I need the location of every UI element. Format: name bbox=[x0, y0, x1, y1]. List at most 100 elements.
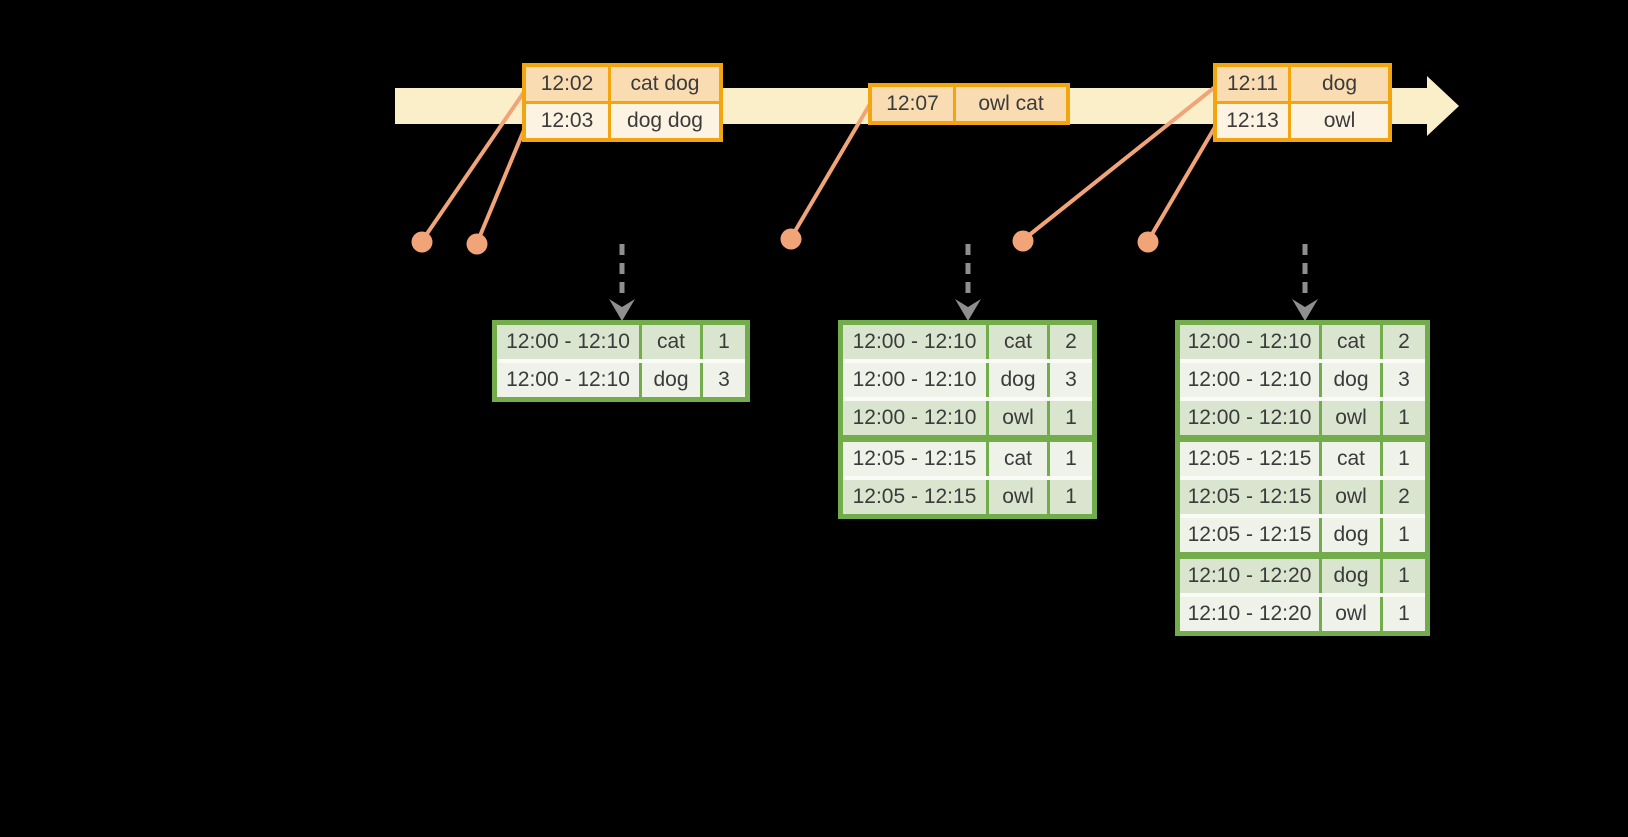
event-time-cell: 12:02 bbox=[526, 67, 608, 101]
count-cell: 1 bbox=[1380, 401, 1425, 435]
count-cell: 1 bbox=[1380, 442, 1425, 476]
event-words-cell: cat dog bbox=[608, 67, 719, 101]
row-separator bbox=[843, 397, 1092, 401]
word-cell: owl bbox=[986, 401, 1047, 435]
count-cell: 1 bbox=[1047, 442, 1092, 476]
word-cell: dog bbox=[986, 363, 1047, 397]
event-words-cell: dog bbox=[1288, 67, 1388, 101]
event-marker-dot bbox=[780, 228, 802, 250]
event-marker-dot bbox=[411, 231, 433, 253]
event-time-cell: 12:11 bbox=[1217, 67, 1288, 101]
event-words-cell: owl bbox=[1288, 104, 1388, 138]
event-marker-dot bbox=[1012, 230, 1034, 252]
trigger-arrowhead-icon bbox=[1292, 299, 1318, 321]
word-cell: owl bbox=[1319, 401, 1380, 435]
count-cell: 1 bbox=[1380, 597, 1425, 631]
row-separator bbox=[526, 101, 719, 104]
event-words-cell: dog dog bbox=[608, 104, 719, 138]
event-time-cell: 12:13 bbox=[1217, 104, 1288, 138]
row-separator bbox=[1180, 476, 1425, 480]
window-range-cell: 12:00 - 12:10 bbox=[497, 363, 639, 397]
count-cell: 1 bbox=[1047, 401, 1092, 435]
word-cell: cat bbox=[1319, 325, 1380, 359]
trigger-arrowhead-icon bbox=[609, 299, 635, 321]
event-words-cell: owl cat bbox=[953, 87, 1066, 121]
window-range-cell: 12:00 - 12:10 bbox=[843, 325, 986, 359]
count-cell: 2 bbox=[1380, 480, 1425, 514]
word-cell: dog bbox=[1319, 518, 1380, 552]
window-range-cell: 12:05 - 12:15 bbox=[1180, 518, 1319, 552]
word-cell: dog bbox=[639, 363, 700, 397]
trigger-arrowhead-icon bbox=[955, 299, 981, 321]
window-range-cell: 12:00 - 12:10 bbox=[497, 325, 639, 359]
row-separator bbox=[1180, 593, 1425, 597]
window-group-separator bbox=[1180, 435, 1425, 442]
window-range-cell: 12:05 - 12:15 bbox=[1180, 442, 1319, 476]
count-cell: 1 bbox=[1047, 480, 1092, 514]
row-separator bbox=[1217, 101, 1388, 104]
word-cell: owl bbox=[1319, 597, 1380, 631]
event-connector-line bbox=[1146, 125, 1217, 243]
timeline-arrow-icon bbox=[1427, 76, 1459, 136]
row-separator bbox=[1180, 397, 1425, 401]
event-connector-line bbox=[475, 128, 526, 245]
window-range-cell: 12:05 - 12:15 bbox=[843, 480, 986, 514]
event-connector-line bbox=[789, 102, 872, 240]
window-group-separator bbox=[1180, 552, 1425, 559]
row-separator bbox=[497, 359, 745, 363]
word-cell: cat bbox=[986, 442, 1047, 476]
count-cell: 2 bbox=[1047, 325, 1092, 359]
word-cell: owl bbox=[1319, 480, 1380, 514]
window-range-cell: 12:00 - 12:10 bbox=[1180, 401, 1319, 435]
word-cell: cat bbox=[1319, 442, 1380, 476]
word-cell: owl bbox=[986, 480, 1047, 514]
row-separator bbox=[843, 359, 1092, 363]
count-cell: 3 bbox=[1380, 363, 1425, 397]
window-range-cell: 12:05 - 12:15 bbox=[843, 442, 986, 476]
word-cell: cat bbox=[986, 325, 1047, 359]
row-separator bbox=[1180, 359, 1425, 363]
window-range-cell: 12:00 - 12:10 bbox=[1180, 325, 1319, 359]
window-range-cell: 12:05 - 12:15 bbox=[1180, 480, 1319, 514]
window-range-cell: 12:00 - 12:10 bbox=[1180, 363, 1319, 397]
event-time-cell: 12:03 bbox=[526, 104, 608, 138]
word-cell: cat bbox=[639, 325, 700, 359]
word-cell: dog bbox=[1319, 559, 1380, 593]
event-marker-dot bbox=[1137, 231, 1159, 253]
count-cell: 3 bbox=[700, 363, 745, 397]
word-cell: dog bbox=[1319, 363, 1380, 397]
count-cell: 1 bbox=[700, 325, 745, 359]
window-group-separator bbox=[843, 435, 1092, 442]
count-cell: 1 bbox=[1380, 518, 1425, 552]
event-time-cell: 12:07 bbox=[872, 87, 953, 121]
count-cell: 3 bbox=[1047, 363, 1092, 397]
count-cell: 1 bbox=[1380, 559, 1425, 593]
window-range-cell: 12:10 - 12:20 bbox=[1180, 597, 1319, 631]
row-separator bbox=[1180, 514, 1425, 518]
row-separator bbox=[843, 476, 1092, 480]
